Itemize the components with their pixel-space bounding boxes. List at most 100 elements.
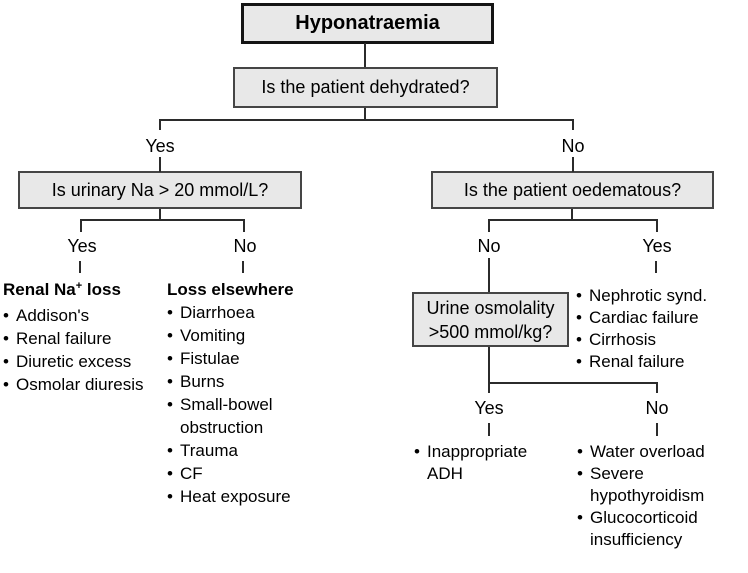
list-item: •Nephrotic synd. <box>576 285 736 307</box>
header-text: Renal Na <box>3 280 76 299</box>
node-question-urinary-na: Is urinary Na > 20 mmol/L? <box>18 171 302 209</box>
bullet-icon: • <box>167 487 173 506</box>
list-item: • Glucocorticoid insufficiency <box>577 507 727 551</box>
list-item: • Severe hypothyroidism <box>577 463 727 507</box>
bullet-icon: • <box>576 330 582 349</box>
list-item: • Vomiting <box>167 324 305 347</box>
list-osmolality-no-causes: • Water overload • Severe hypothyroidism •… <box>577 441 727 551</box>
branch-label-urinary-no: No <box>233 236 257 256</box>
bullet-icon: • <box>167 464 173 483</box>
bullet-icon: • <box>3 329 9 348</box>
list-item: • Diarrhoea <box>167 301 305 324</box>
connector-split1-horizontal <box>159 119 574 121</box>
bullet-icon: • <box>576 286 582 305</box>
list-item: • CF <box>167 462 305 485</box>
bullet-icon: • <box>3 375 9 394</box>
connector-split4-left-stub <box>488 382 490 393</box>
branch-label-oedematous-no: No <box>477 236 501 256</box>
bullet-icon: • <box>577 464 583 483</box>
node-title-hyponatraemia: Hyponatraemia <box>242 4 493 43</box>
bullet-icon: • <box>167 349 173 368</box>
connector-dash-loss-elsewhere <box>242 261 244 273</box>
bullet-icon: • <box>3 306 9 325</box>
list-osmolality-yes-causes: •Inappropriate ADH <box>414 441 539 485</box>
bullet-icon: • <box>167 303 173 322</box>
connector-dash-oedematous-yes <box>655 261 657 273</box>
list-item-text: Fistulae <box>180 349 240 368</box>
list-item-text: Burns <box>180 372 225 391</box>
bullet-icon: • <box>577 508 583 527</box>
list-item-text: Water overload <box>590 442 705 461</box>
list-item-text: Cardiac failure <box>589 308 699 327</box>
bullet-icon: • <box>167 326 173 345</box>
list-item: • Cirrhosis <box>576 329 736 351</box>
connector-no1-to-oedematous-box <box>572 157 574 172</box>
connector-oedematous-down <box>571 209 573 221</box>
node-question-urine-osmolality: Urine osmolality >500 mmol/kg? <box>412 292 569 347</box>
connector-title-to-dehydrated <box>364 43 366 67</box>
list-item-text: Trauma <box>180 441 238 460</box>
connector-urinary-down <box>159 209 161 221</box>
connector-split4-horizontal <box>488 382 658 384</box>
connector-split3-right-stub <box>656 219 658 232</box>
list-loss-elsewhere: Loss elsewhere • Diarrhoea • Vomiting • Fis… <box>167 278 305 508</box>
connector-yes1-to-urinary-box <box>159 157 161 172</box>
connector-split2-left-stub <box>80 219 82 232</box>
urine-osmolality-line1: Urine osmolality <box>426 297 555 318</box>
connector-split1-left-stub <box>159 119 161 130</box>
list-item-text: Heat exposure <box>180 487 291 506</box>
list-header-renal-na-loss: Renal Na+ loss <box>3 278 165 304</box>
bullet-icon: • <box>577 442 583 461</box>
list-item: • Cardiac failure <box>576 307 736 329</box>
list-item-text: Vomiting <box>180 326 246 345</box>
connector-dash-renal-loss <box>79 261 81 273</box>
list-item: •Renal failure <box>3 327 165 350</box>
list-item: • Osmolar diuresis <box>3 373 165 396</box>
node-question-dehydrated: Is the patient dehydrated? <box>233 67 498 108</box>
connector-split2-right-stub <box>243 219 245 232</box>
list-item-text: CF <box>180 464 203 483</box>
list-item-text: Cirrhosis <box>589 330 657 349</box>
bullet-icon: • <box>167 441 173 460</box>
list-item: • Trauma <box>167 439 305 462</box>
list-item: • Addison's <box>3 304 165 327</box>
bullet-icon: • <box>414 442 420 461</box>
list-item: • Heat exposure <box>167 485 305 508</box>
superscript-plus: + <box>75 280 83 292</box>
bullet-icon: • <box>167 395 173 414</box>
branch-label-oedematous-yes: Yes <box>642 236 672 256</box>
list-item-text: Severe hypothyroidism <box>590 464 705 505</box>
list-item-text: Diuretic excess <box>16 352 132 371</box>
list-item-text: Diarrhoea <box>180 303 255 322</box>
branch-label-dehydrated-yes: Yes <box>145 136 175 156</box>
connector-dash-water-overload <box>656 423 658 436</box>
connector-split3-horizontal <box>488 219 658 221</box>
list-header-loss-elsewhere: Loss elsewhere <box>167 280 294 299</box>
list-item: • Diuretic excess <box>3 350 165 373</box>
connector-dehydrated-down <box>364 108 366 121</box>
list-item: • Water overload <box>577 441 727 463</box>
connector-split3-left-stub <box>488 219 490 232</box>
connector-split4-right-stub <box>656 382 658 393</box>
list-item-text: Osmolar diuresis <box>16 375 144 394</box>
connector-no3-to-osmolality-box <box>488 258 490 292</box>
connector-split2-horizontal <box>80 219 245 221</box>
branch-label-dehydrated-no: No <box>561 136 585 156</box>
list-item: • Fistulae <box>167 347 305 370</box>
list-item-text: Addison's <box>16 306 90 325</box>
list-item: •Small-bowel obstruction <box>167 393 305 439</box>
bullet-icon: • <box>576 308 582 327</box>
connector-osmolality-down <box>488 347 490 384</box>
list-item: •Burns <box>167 370 305 393</box>
bullet-icon: • <box>576 352 582 371</box>
bullet-icon: • <box>3 352 9 371</box>
header-text: loss <box>82 280 121 299</box>
list-oedematous-yes-causes: •Nephrotic synd. • Cardiac failure • Cirrh… <box>576 285 736 373</box>
branch-label-osmolality-no: No <box>645 398 669 418</box>
urine-osmolality-line2: >500 mmol/kg? <box>428 321 553 342</box>
list-item-text: Glucocorticoid insufficiency <box>590 508 698 549</box>
connector-dash-siadh <box>488 423 490 436</box>
branch-label-osmolality-yes: Yes <box>474 398 504 418</box>
list-item-text: Renal failure <box>589 352 685 371</box>
